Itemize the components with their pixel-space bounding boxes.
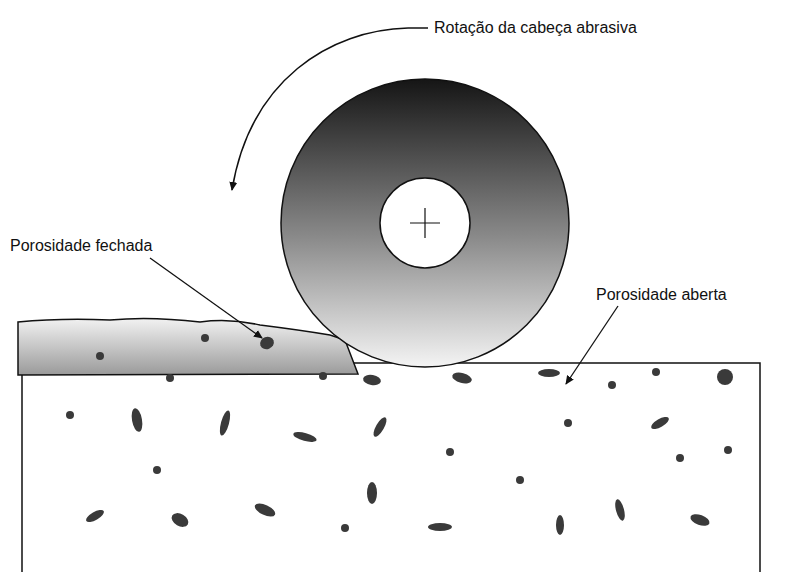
pore [169,510,191,529]
pore [367,482,377,504]
pore [84,508,105,525]
pore [564,419,572,427]
workpiece-block [22,363,760,572]
wheel-hub [380,178,470,268]
pore [451,371,473,386]
pore [538,369,560,377]
pore [258,335,275,351]
pore [717,369,733,385]
pore [676,454,684,462]
callout-label: Porosidade fechada [8,236,154,255]
chip-strip [18,318,358,375]
pore [218,409,232,436]
pore [652,368,660,376]
leader-line [408,27,428,29]
pore [689,512,711,528]
pore [613,498,626,521]
pore [371,415,389,438]
pore [153,466,161,474]
pore [130,407,144,432]
pore [253,501,277,519]
pore [292,430,317,444]
pores [66,334,733,535]
pore [608,381,616,389]
callout-label: Porosidade aberta [594,285,729,304]
pore [724,446,732,454]
pore [66,411,74,419]
pore [96,352,104,360]
pore [556,515,564,535]
abrasive-wheel [281,79,569,367]
pore [649,415,670,432]
pore [516,476,524,484]
pore [341,524,349,532]
leader-line [566,306,618,384]
rotation-arrow [232,28,408,190]
leader-line [150,258,262,338]
pore [201,334,209,342]
pore [166,374,174,382]
pore [446,448,454,456]
center-cross [410,208,440,238]
callout-label: Rotação da cabeça abrasiva [432,18,639,37]
pore [428,523,452,531]
pore [362,374,381,387]
pore [319,372,327,380]
